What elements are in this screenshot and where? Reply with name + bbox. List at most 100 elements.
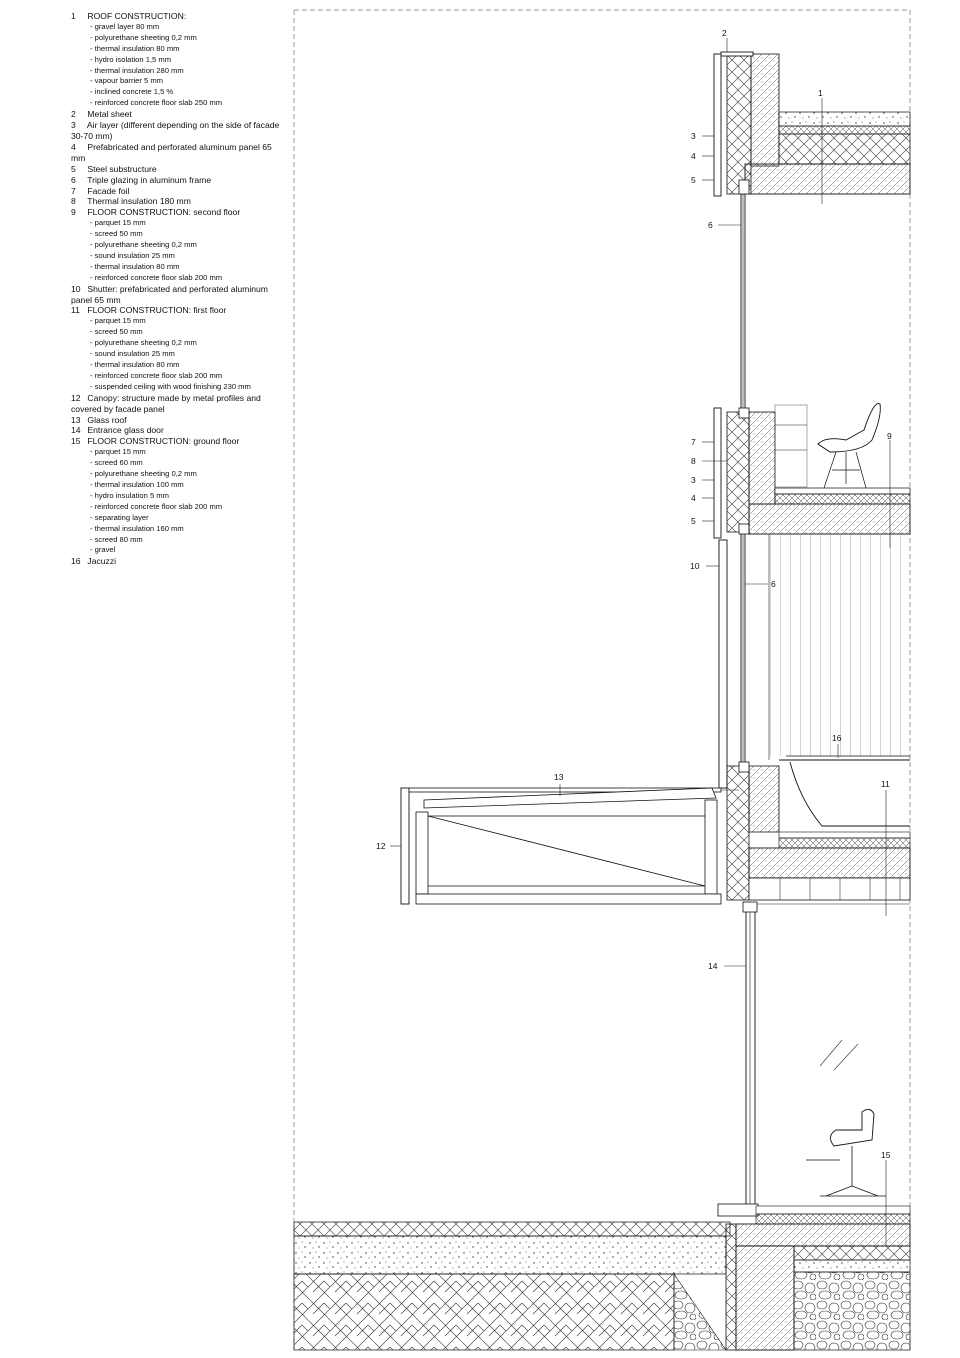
legend-item-2: 2 Metal sheet <box>71 109 286 120</box>
legend-text: Entrance glass door <box>87 425 164 436</box>
first-floor <box>726 755 911 901</box>
legend-subitem: - screed 60 mm <box>90 458 143 468</box>
legend-number: 13 <box>71 414 81 425</box>
callout-1: 1 <box>818 88 823 98</box>
legend-number: 14 <box>71 425 81 436</box>
legend-subitem: - suspended ceiling with wood finishing … <box>90 381 251 391</box>
armchair-icon <box>817 403 881 489</box>
legend-text: Facade foil <box>87 185 130 196</box>
legend-subitem: - gravel <box>90 545 116 555</box>
legend-subitem: - parquet 15 mm <box>90 316 146 326</box>
legend-number: 9 <box>71 207 76 218</box>
callout-7: 7 <box>691 437 696 447</box>
legend-subitem: - vapour barrier 5 mm <box>90 76 164 86</box>
legend-number: 3 <box>71 120 76 131</box>
legend-subitem: - screed 80 mm <box>90 534 143 544</box>
second-floor <box>713 404 911 539</box>
callout-2: 2 <box>722 28 727 38</box>
legend-text: Prefabricated and perforated aluminum pa… <box>71 141 272 163</box>
legend-item-9: 9 FLOOR CONSTRUCTION: second floor <box>71 207 286 218</box>
legend-text: ROOF CONSTRUCTION: <box>87 11 187 21</box>
legend-subitem: - thermal insulation 80 mm <box>90 261 180 271</box>
legend-subitem: - thermal insulation 80 mm <box>90 43 180 53</box>
legend-subitem: - thermal insulation 100 mm <box>90 479 184 489</box>
upper-glazing <box>740 194 746 408</box>
legend-item-5: 5 Steel substructure <box>71 164 286 175</box>
legend-text: FLOOR CONSTRUCTION: ground floor <box>87 436 240 447</box>
legend-text: FLOOR CONSTRUCTION: first floor <box>87 305 227 316</box>
legend-number: 11 <box>71 305 80 316</box>
callout-9: 9 <box>887 431 892 441</box>
legend-subitem: - polyurethane sheeting 0,2 mm <box>90 240 197 250</box>
legend-number: 12 <box>71 392 81 403</box>
legend-number: 10 <box>71 283 81 294</box>
callout-6: 6 <box>708 220 713 230</box>
canopy <box>400 787 739 905</box>
legend-item-10: 10 Shutter: prefabricated and perforated… <box>71 284 286 306</box>
callout-4: 4 <box>691 151 696 161</box>
legend-subitem: - gravel layer 80 mm <box>90 21 160 31</box>
legend-number: 8 <box>71 196 76 207</box>
legend-subitem: - thermal insulation 280 mm <box>90 65 184 75</box>
legend-item-14: 14 Entrance glass door <box>71 425 286 436</box>
leader-lines <box>390 38 891 1246</box>
legend-text: Triple glazing in aluminum frame <box>87 174 212 185</box>
legend-item-7: 7 Facade foil <box>71 186 286 197</box>
callout-4b: 4 <box>691 493 696 503</box>
legend-item-3: 3 Air layer (different depending on the … <box>71 120 286 142</box>
callout-3: 3 <box>691 131 696 141</box>
legend-number: 5 <box>71 163 76 174</box>
legend-item-8: 8 Thermal insulation 180 mm <box>71 196 286 207</box>
legend-item-13: 13 Glass roof <box>71 415 286 426</box>
legend-subitem: - reinforced concrete floor slab 200 mm <box>90 370 223 380</box>
legend-item-11: 11 FLOOR CONSTRUCTION: first floor <box>71 305 286 316</box>
callout-13: 13 <box>554 772 564 782</box>
callout-5: 5 <box>691 175 696 185</box>
legend-subitem: - reinforced concrete floor slab 250 mm <box>90 98 223 108</box>
callout-16: 16 <box>832 733 842 743</box>
legend-subitem: - polyurethane sheeting 0,2 mm <box>90 338 197 348</box>
legend-number: 1 <box>71 11 76 21</box>
callout-10: 10 <box>690 561 700 571</box>
callout-numbers: 1 2 3 4 5 6 7 8 3 4 5 9 10 6 16 13 11 12… <box>376 28 892 1160</box>
callout-3b: 3 <box>691 475 696 485</box>
legend-number: 6 <box>71 174 76 185</box>
roof-construction <box>713 51 911 197</box>
legend-subitem: - sound insulation 25 mm <box>90 349 175 359</box>
legend-number: 2 <box>71 109 76 120</box>
legend-item-1: 1 ROOF CONSTRUCTION: <box>71 11 286 22</box>
legend-text: Shutter: prefabricated and perforated al… <box>71 283 268 305</box>
legend-subitem: - hydro isolation 1,5 mm <box>90 54 172 64</box>
legend-text: Metal sheet <box>87 109 132 120</box>
legend-text: Thermal insulation 180 mm <box>87 196 191 207</box>
legend-subitem: - thermal insulation 160 mm <box>90 523 184 533</box>
legend-text: Glass roof <box>87 414 127 425</box>
legend-subitem: - inclined concrete 1,5 % <box>90 87 174 97</box>
legend-text: Canopy: structure made by metal profiles… <box>71 392 261 414</box>
legend-subitem: - screed 50 mm <box>90 229 143 239</box>
callout-5b: 5 <box>691 516 696 526</box>
legend-number: 16 <box>71 556 81 567</box>
legend-item-15: 15 FLOOR CONSTRUCTION: ground floor <box>71 436 286 447</box>
legend-subitem: - polyurethane sheeting 0,2 mm <box>90 32 197 42</box>
callout-12: 12 <box>376 841 386 851</box>
legend: 1 ROOF CONSTRUCTION:- gravel layer 80 mm… <box>71 11 286 567</box>
legend-subitem: - screed 50 mm <box>90 327 143 337</box>
legend-number: 4 <box>71 141 76 152</box>
legend-subitem: - parquet 15 mm <box>90 218 146 228</box>
legend-subitem: - reinforced concrete floor slab 200 mm <box>90 501 223 511</box>
legend-text: Air layer (different depending on the si… <box>71 120 280 141</box>
legend-subitem: - separating layer <box>90 512 149 522</box>
office-chair-icon <box>806 1109 886 1197</box>
legend-subitem: - hydro insulation 5 mm <box>90 490 169 500</box>
callout-15: 15 <box>881 1150 891 1160</box>
legend-subitem: - polyurethane sheeting 0,2 mm <box>90 469 197 479</box>
legend-item-12: 12 Canopy: structure made by metal profi… <box>71 393 286 415</box>
legend-subitem: - thermal insulation 80 mm <box>90 360 180 369</box>
legend-item-16: 16 Jacuzzi <box>71 556 286 567</box>
legend-text: FLOOR CONSTRUCTION: second floor <box>87 207 241 218</box>
callout-8: 8 <box>691 456 696 466</box>
legend-number: 7 <box>71 185 76 196</box>
legend-subitem: - reinforced concrete floor slab 200 mm <box>90 272 223 282</box>
legend-text: Steel substructure <box>87 163 157 174</box>
